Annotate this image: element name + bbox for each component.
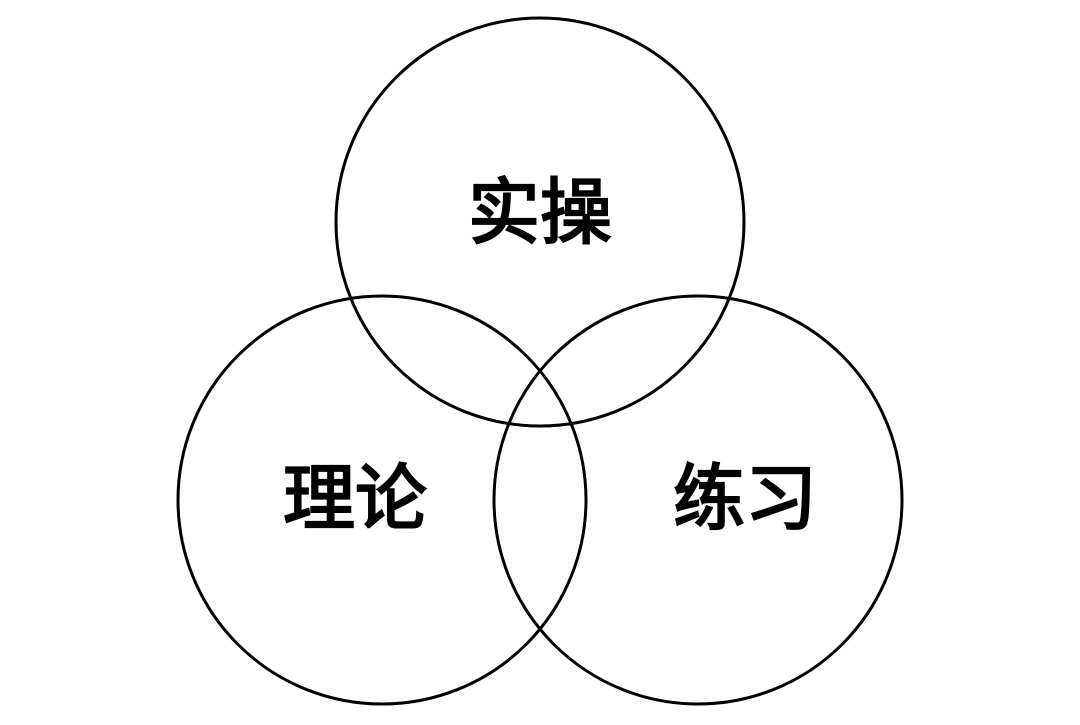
label-left: 理论 (283, 456, 428, 541)
label-right: 练习 (673, 456, 817, 541)
circle-right (492, 294, 904, 706)
circle-left (176, 294, 588, 706)
label-top: 实操 (468, 170, 612, 255)
circle-top (334, 16, 746, 428)
